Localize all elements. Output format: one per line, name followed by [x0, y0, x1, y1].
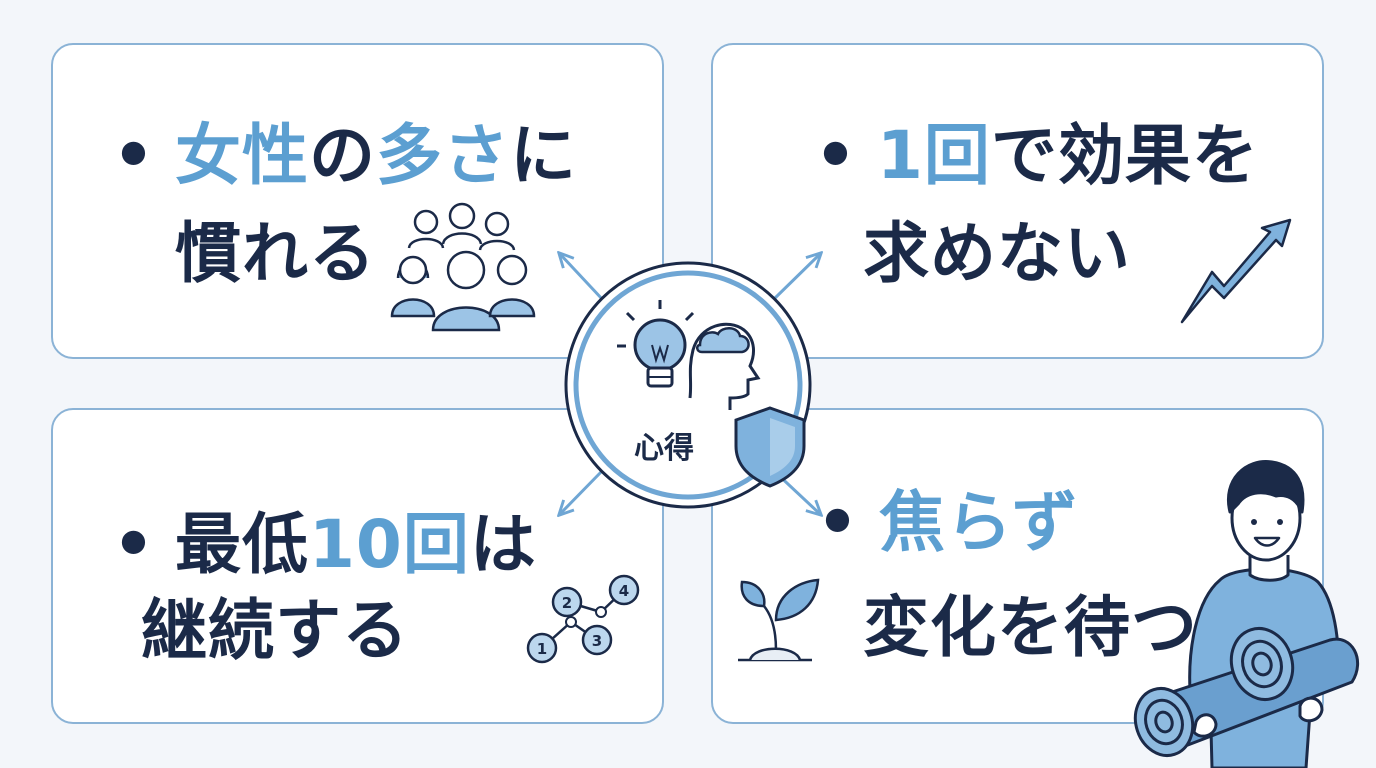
- card-bl-line1: •最低10回は: [93, 512, 662, 578]
- node-label: 3: [592, 632, 602, 650]
- card-bl-line2: 継続する: [141, 592, 409, 669]
- network-nodes-icon: 1 2 3 4: [526, 574, 640, 664]
- center-mindset-badge: [564, 261, 812, 509]
- head-profile-icon: [688, 322, 761, 410]
- lightbulb-icon: [617, 300, 695, 388]
- text: は: [469, 506, 537, 583]
- highlight-text: 多さ: [376, 117, 510, 194]
- text: に: [510, 117, 577, 194]
- text: 最低: [175, 506, 309, 583]
- node-label: 2: [562, 594, 572, 612]
- bullet: •: [112, 117, 156, 194]
- card-br-line1: •焦らず: [797, 490, 1322, 556]
- card-tl-line1: •女性の多さに: [93, 123, 662, 189]
- card-get-used-to-many-women: •女性の多さに 慣れる: [51, 43, 664, 359]
- trend-up-arrow-icon: [1180, 218, 1292, 324]
- sprout-icon: [738, 578, 820, 662]
- card-tr-line1: •1回で効果を: [795, 123, 1322, 189]
- highlight-text: 10回: [309, 506, 470, 583]
- arrow-top-left-icon: [560, 254, 605, 302]
- arrow-top-right-icon: [771, 254, 820, 302]
- text: で効果を: [990, 117, 1259, 194]
- arrow-bottom-left-icon: [560, 468, 605, 514]
- card-dont-expect-results-once: •1回で効果を 求めない: [711, 43, 1324, 359]
- highlight-text: 1回: [877, 117, 991, 194]
- card-tl-line2: 慣れる: [175, 215, 376, 292]
- shield-icon: [734, 406, 806, 488]
- card-tr-line2: 求めない: [863, 215, 1131, 292]
- group-of-people-icon: [390, 202, 536, 332]
- node-label: 4: [619, 582, 629, 600]
- text: の: [309, 117, 376, 194]
- card-wait-for-change: •焦らず 変化を待つ: [711, 408, 1324, 724]
- bullet: •: [814, 117, 858, 194]
- bullet: •: [112, 506, 156, 583]
- highlight-text: 女性: [175, 117, 309, 194]
- card-continue-at-least-10: •最低10回は 継続する: [51, 408, 664, 724]
- man-with-yoga-mat-icon: [1133, 460, 1359, 768]
- card-br-line2: 変化を待つ: [863, 589, 1198, 666]
- node-label: 1: [537, 640, 547, 658]
- mindset-label: 心得: [634, 431, 694, 466]
- highlight-text: 焦らず: [879, 484, 1079, 561]
